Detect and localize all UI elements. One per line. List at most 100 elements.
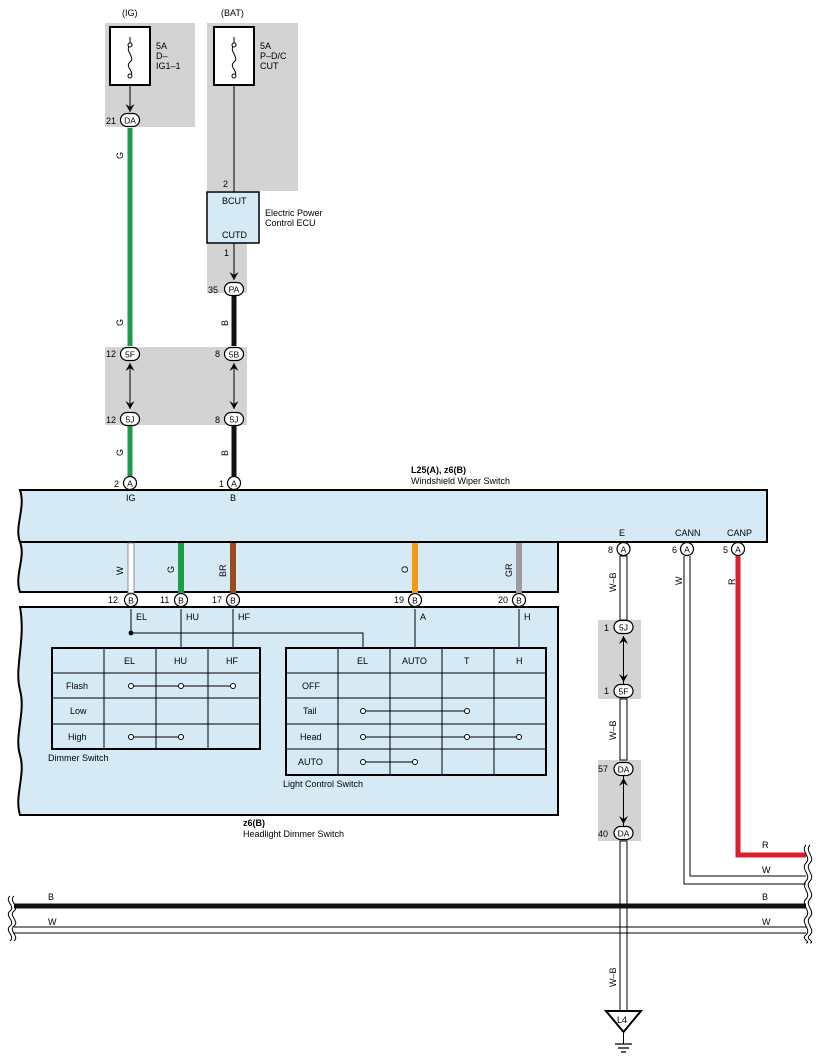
j2-top-pin: 8 — [215, 349, 220, 359]
svg-text:B: B — [412, 595, 418, 605]
term-hf: HF — [238, 612, 250, 622]
pill-5j-b: 5J — [223, 411, 245, 427]
switch-ig-pin: 2 — [114, 479, 119, 489]
bat-fuse — [213, 26, 255, 86]
dimmer-switch-title: Dimmer Switch — [48, 753, 109, 763]
arrow-down-3 — [229, 272, 239, 280]
arrow-up-4 — [229, 363, 239, 371]
lcs-row-head: Head — [300, 732, 322, 742]
connector-arrows — [125, 104, 628, 824]
inner-wire-label-w: W — [115, 566, 125, 575]
g-wire-label-1: G — [115, 152, 125, 159]
lcs-row-auto: AUTO — [298, 757, 323, 767]
pill-5f-gnd: 5F — [613, 683, 634, 699]
dimmer-switch-table — [51, 647, 261, 750]
bus-w-label-left: W — [48, 917, 57, 927]
switch-b-pin: 1 — [219, 479, 224, 489]
dimmer-col-hu: HU — [174, 656, 187, 666]
inner-wire-label-g: G — [166, 566, 176, 573]
svg-text:PA: PA — [229, 284, 240, 294]
bus-r-label: R — [762, 840, 769, 850]
lcs-col-auto: AUTO — [402, 656, 427, 666]
svg-text:5F: 5F — [125, 349, 135, 359]
inner-pin-19: 19 — [394, 595, 404, 605]
term-h: H — [524, 612, 531, 622]
pill-da-ig: DA — [119, 112, 141, 128]
arrow-down-2 — [125, 401, 135, 409]
inner-wire-gr — [516, 543, 522, 593]
inner-wire-label-o: O — [400, 566, 410, 573]
inner-wire-w — [127, 542, 135, 594]
canp-wire — [735, 556, 806, 858]
switch-ig-label: IG — [126, 493, 136, 503]
term-e-pin: 8 — [608, 545, 613, 555]
ecu-out-pin: 35 — [208, 285, 218, 295]
pill-b-12: B — [123, 592, 139, 608]
pill-5j-gnd: 5J — [613, 619, 634, 635]
arrow-up-1 — [125, 363, 135, 371]
term-cann-label: CANN — [675, 528, 701, 538]
term-el: EL — [136, 612, 147, 622]
ig-fuse — [109, 26, 151, 86]
term-e-label: E — [619, 528, 625, 538]
pill-b-19: B — [407, 592, 423, 608]
arrow-down-0 — [125, 104, 135, 112]
g-wire-label-2: G — [115, 319, 125, 326]
svg-text:DA: DA — [618, 764, 630, 774]
bat-fuse-name-1: P–D/C — [260, 51, 287, 61]
lcs-col-el: EL — [357, 656, 368, 666]
ecu-pin-bottom: 1 — [224, 248, 229, 258]
pill-5b: 5B — [223, 346, 245, 362]
pill-a-cann: A — [679, 541, 695, 557]
ecu-name-2: Control ECU — [265, 218, 316, 228]
pill-a-b: A — [226, 475, 242, 491]
pill-5j-g: 5J — [119, 411, 141, 427]
svg-text:A: A — [684, 544, 690, 554]
wb-label-3: W–B — [608, 967, 618, 987]
gj2-bot-pin: 40 — [598, 829, 608, 839]
inner-wire-label-br: BR — [218, 564, 228, 577]
g-wire-label-3: G — [115, 449, 125, 456]
svg-text:A: A — [735, 544, 741, 554]
ground-symbol — [603, 1010, 644, 1053]
bus-w-line — [14, 926, 806, 934]
j1-top-pin: 12 — [106, 349, 116, 359]
ig-source-label: (IG) — [122, 8, 138, 18]
gj1-bot-pin: 1 — [604, 686, 609, 696]
svg-text:5F: 5F — [619, 686, 629, 696]
switch-ref: L25(A), z6(B) — [411, 465, 466, 475]
svg-text:5B: 5B — [229, 349, 240, 359]
pill-b-17: B — [225, 592, 241, 608]
switch-b-label: B — [230, 493, 236, 503]
pill-b-20: B — [511, 592, 527, 608]
pill-5f: 5F — [119, 346, 141, 362]
svg-text:A: A — [231, 478, 237, 488]
term-hu: HU — [186, 612, 199, 622]
bat-fuse-pin: 2 — [223, 179, 228, 189]
pill-a-canp: A — [730, 541, 746, 557]
term-a: A — [420, 612, 426, 622]
ig-fuse-pin: 21 — [106, 116, 116, 126]
ig-fuse-rating: 5A — [156, 41, 167, 51]
j1-bot-pin: 12 — [106, 415, 116, 425]
ground-label: L4 — [617, 1015, 627, 1025]
bus-w-label-right: W — [762, 917, 771, 927]
pill-a-ig: A — [122, 475, 138, 491]
dimmer-col-hf: HF — [226, 656, 238, 666]
svg-text:B: B — [230, 595, 236, 605]
bus-b-label-right: B — [762, 892, 768, 902]
cann-wire-label: W — [674, 576, 684, 585]
ecu-name-1: Electric Power — [265, 208, 323, 218]
inner-pin-11: 11 — [160, 595, 169, 605]
lcs-col-t: T — [464, 656, 470, 666]
dimmer-ref: z6(B) — [243, 818, 265, 828]
dimmer-col-el: EL — [124, 656, 135, 666]
wb-label-2: W–B — [608, 720, 618, 740]
canp-wire-label: R — [727, 578, 737, 585]
pill-da-57: DA — [613, 761, 634, 777]
lcs-row-tail: Tail — [303, 706, 317, 716]
switch-name: Windshield Wiper Switch — [411, 476, 510, 486]
bus-break-right — [803, 844, 813, 944]
